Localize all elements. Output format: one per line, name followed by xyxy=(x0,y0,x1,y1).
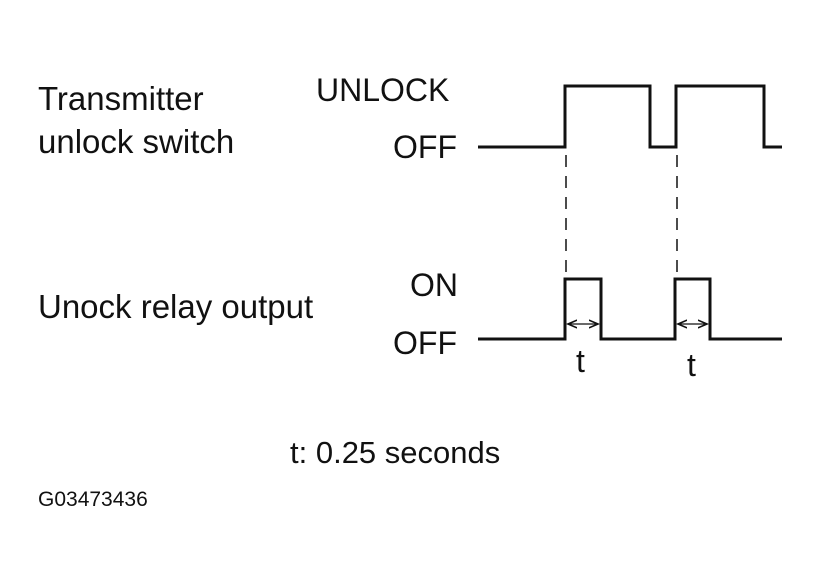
pulse-width-label-2: t xyxy=(687,347,696,383)
switch-unlock-label: UNLOCK xyxy=(316,72,450,108)
switch-name-line2: unlock switch xyxy=(38,123,235,160)
time-note: t: 0.25 seconds xyxy=(290,435,501,470)
figure-code: G03473436 xyxy=(38,488,148,511)
switch-name-line1: Transmitter xyxy=(38,80,204,117)
relay-name: Unock relay output xyxy=(38,288,314,325)
relay-off-label: OFF xyxy=(393,325,457,361)
relay-waveform xyxy=(478,277,782,341)
switch-off-label: OFF xyxy=(393,129,457,165)
relay-on-label: ON xyxy=(410,267,458,303)
pulse-width-label-1: t xyxy=(576,343,585,379)
switch-waveform xyxy=(478,84,782,149)
